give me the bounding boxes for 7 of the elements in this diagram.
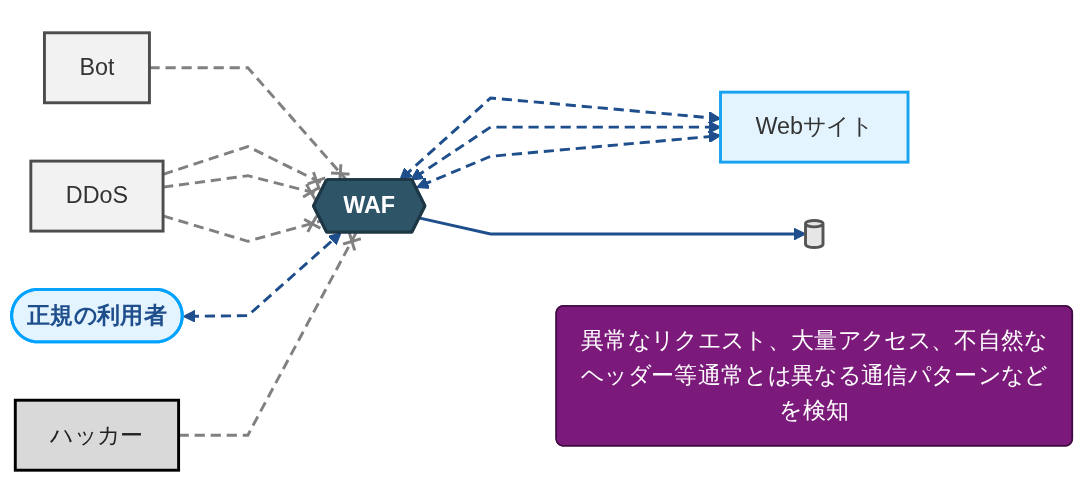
- node-box: Webサイト: [719, 90, 910, 164]
- arrow: [182, 232, 342, 323]
- node-cylinder: [804, 219, 825, 249]
- node-box: DDoS: [29, 159, 165, 233]
- arrow: [419, 216, 807, 241]
- node-box: Bot: [43, 31, 151, 105]
- node-box: ハッカー: [13, 398, 181, 472]
